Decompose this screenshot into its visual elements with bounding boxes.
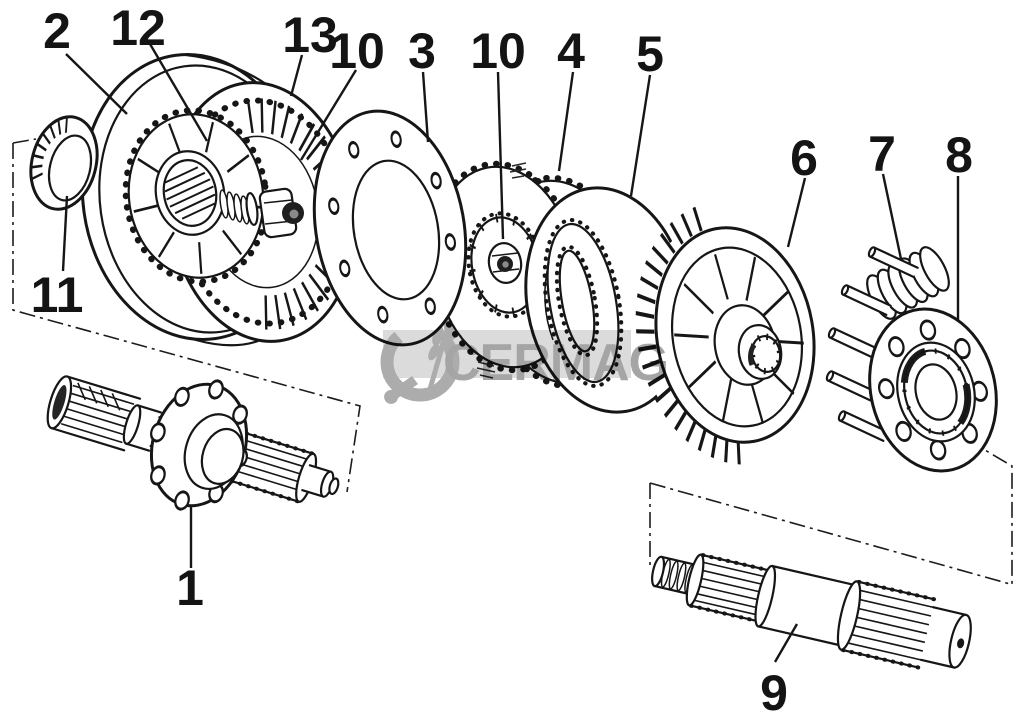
stamp-marks-upper [509, 162, 527, 179]
callout-6: 6 [790, 130, 818, 186]
watermark-text: CERMAG [443, 334, 668, 392]
callout-9: 9 [760, 665, 788, 713]
callout-5: 5 [636, 26, 664, 82]
hub-studs [825, 246, 919, 442]
leader-lines [61, 43, 960, 663]
callout-12: 12 [110, 0, 166, 56]
callout-11: 11 [31, 267, 84, 323]
cermag-logo-icon [380, 319, 460, 404]
part-10-disc-nut [487, 242, 523, 284]
callout-10b: 10 [470, 23, 526, 79]
part-11-seal-ring [29, 115, 99, 211]
part-13-splined-hub [154, 150, 226, 236]
callout-4: 4 [557, 23, 585, 79]
callout-10a: 10 [329, 23, 385, 79]
part-3-pressure-ring [312, 109, 468, 347]
callout-8: 8 [945, 127, 973, 183]
callout-3: 3 [408, 23, 436, 79]
callout-7: 7 [868, 126, 896, 182]
part-9-pinion-shaft [651, 553, 972, 670]
callout-13: 13 [282, 7, 338, 63]
part-7-spring [866, 246, 950, 320]
part-2-clutch-drum [80, 53, 357, 347]
callout-2: 2 [43, 3, 71, 59]
part-10-drum-nut [219, 187, 304, 239]
part-1-axle-shaft [46, 375, 340, 513]
callout-1: 1 [176, 560, 204, 616]
callout-labels: 2 12 13 10 3 10 4 5 6 7 8 11 1 9 [31, 0, 973, 713]
part-8-hub [825, 246, 998, 473]
part-6-gear-wheel [616, 202, 831, 478]
watermark-band [383, 330, 631, 378]
watermark: CERMAG [380, 319, 669, 404]
